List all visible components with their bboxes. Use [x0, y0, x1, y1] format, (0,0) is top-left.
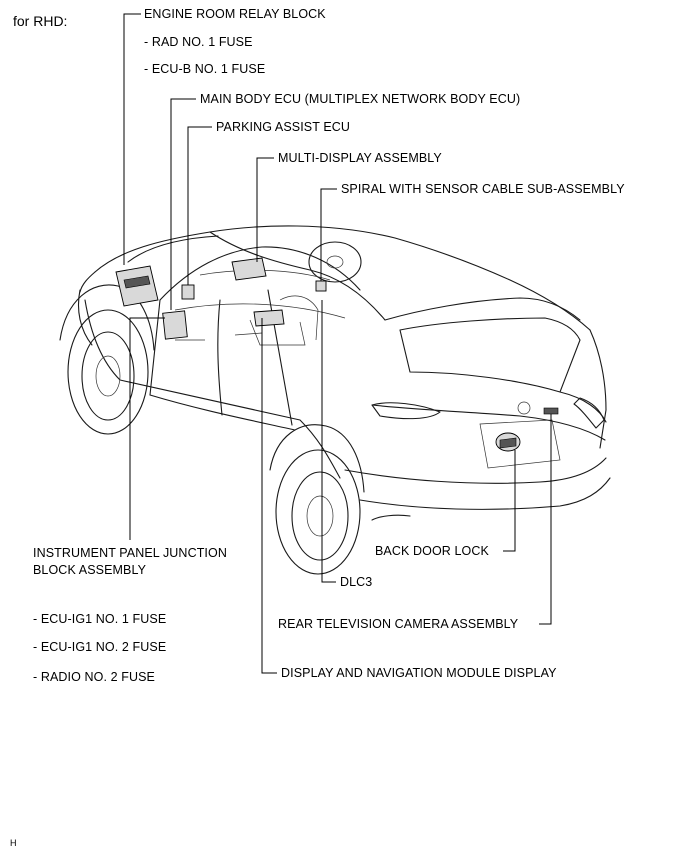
label-dlc3: DLC3	[340, 575, 373, 589]
variant-label: for RHD:	[13, 13, 68, 29]
rear-tv-camera-part	[543, 407, 559, 415]
label-multi-display-assembly: MULTI-DISPLAY ASSEMBLY	[278, 151, 442, 165]
display-nav-module-part	[253, 309, 285, 327]
label-engine-room-relay-block: ENGINE ROOM RELAY BLOCK	[144, 7, 326, 21]
label-ip-junction-block-line1: INSTRUMENT PANEL JUNCTION	[33, 546, 227, 560]
spiral-cable-part	[315, 280, 327, 292]
label-ecu-ig1-no1-fuse: - ECU-IG1 NO. 1 FUSE	[33, 612, 167, 626]
parking-assist-ecu-part	[181, 284, 195, 300]
multi-display-part	[231, 257, 267, 281]
label-ip-junction-block-line2: BLOCK ASSEMBLY	[33, 563, 147, 577]
label-ecu-b-no1-fuse: - ECU-B NO. 1 FUSE	[144, 62, 266, 76]
label-display-nav-module: DISPLAY AND NAVIGATION MODULE DISPLAY	[281, 666, 557, 680]
label-rear-tv-camera: REAR TELEVISION CAMERA ASSEMBLY	[278, 617, 519, 631]
figure-code: H	[10, 838, 17, 848]
label-parking-assist-ecu: PARKING ASSIST ECU	[216, 120, 351, 134]
main-body-ecu-part	[162, 310, 188, 340]
label-main-body-ecu: MAIN BODY ECU (MULTIPLEX NETWORK BODY EC…	[200, 92, 521, 106]
leader-lines	[123, 13, 552, 674]
label-ecu-ig1-no2-fuse: - ECU-IG1 NO. 2 FUSE	[33, 640, 167, 654]
label-rad-no1-fuse: - RAD NO. 1 FUSE	[144, 35, 253, 49]
label-radio-no2-fuse: - RADIO NO. 2 FUSE	[33, 670, 155, 684]
label-spiral-cable: SPIRAL WITH SENSOR CABLE SUB-ASSEMBLY	[341, 182, 625, 196]
label-back-door-lock: BACK DOOR LOCK	[375, 544, 489, 558]
component-markers	[115, 257, 559, 452]
